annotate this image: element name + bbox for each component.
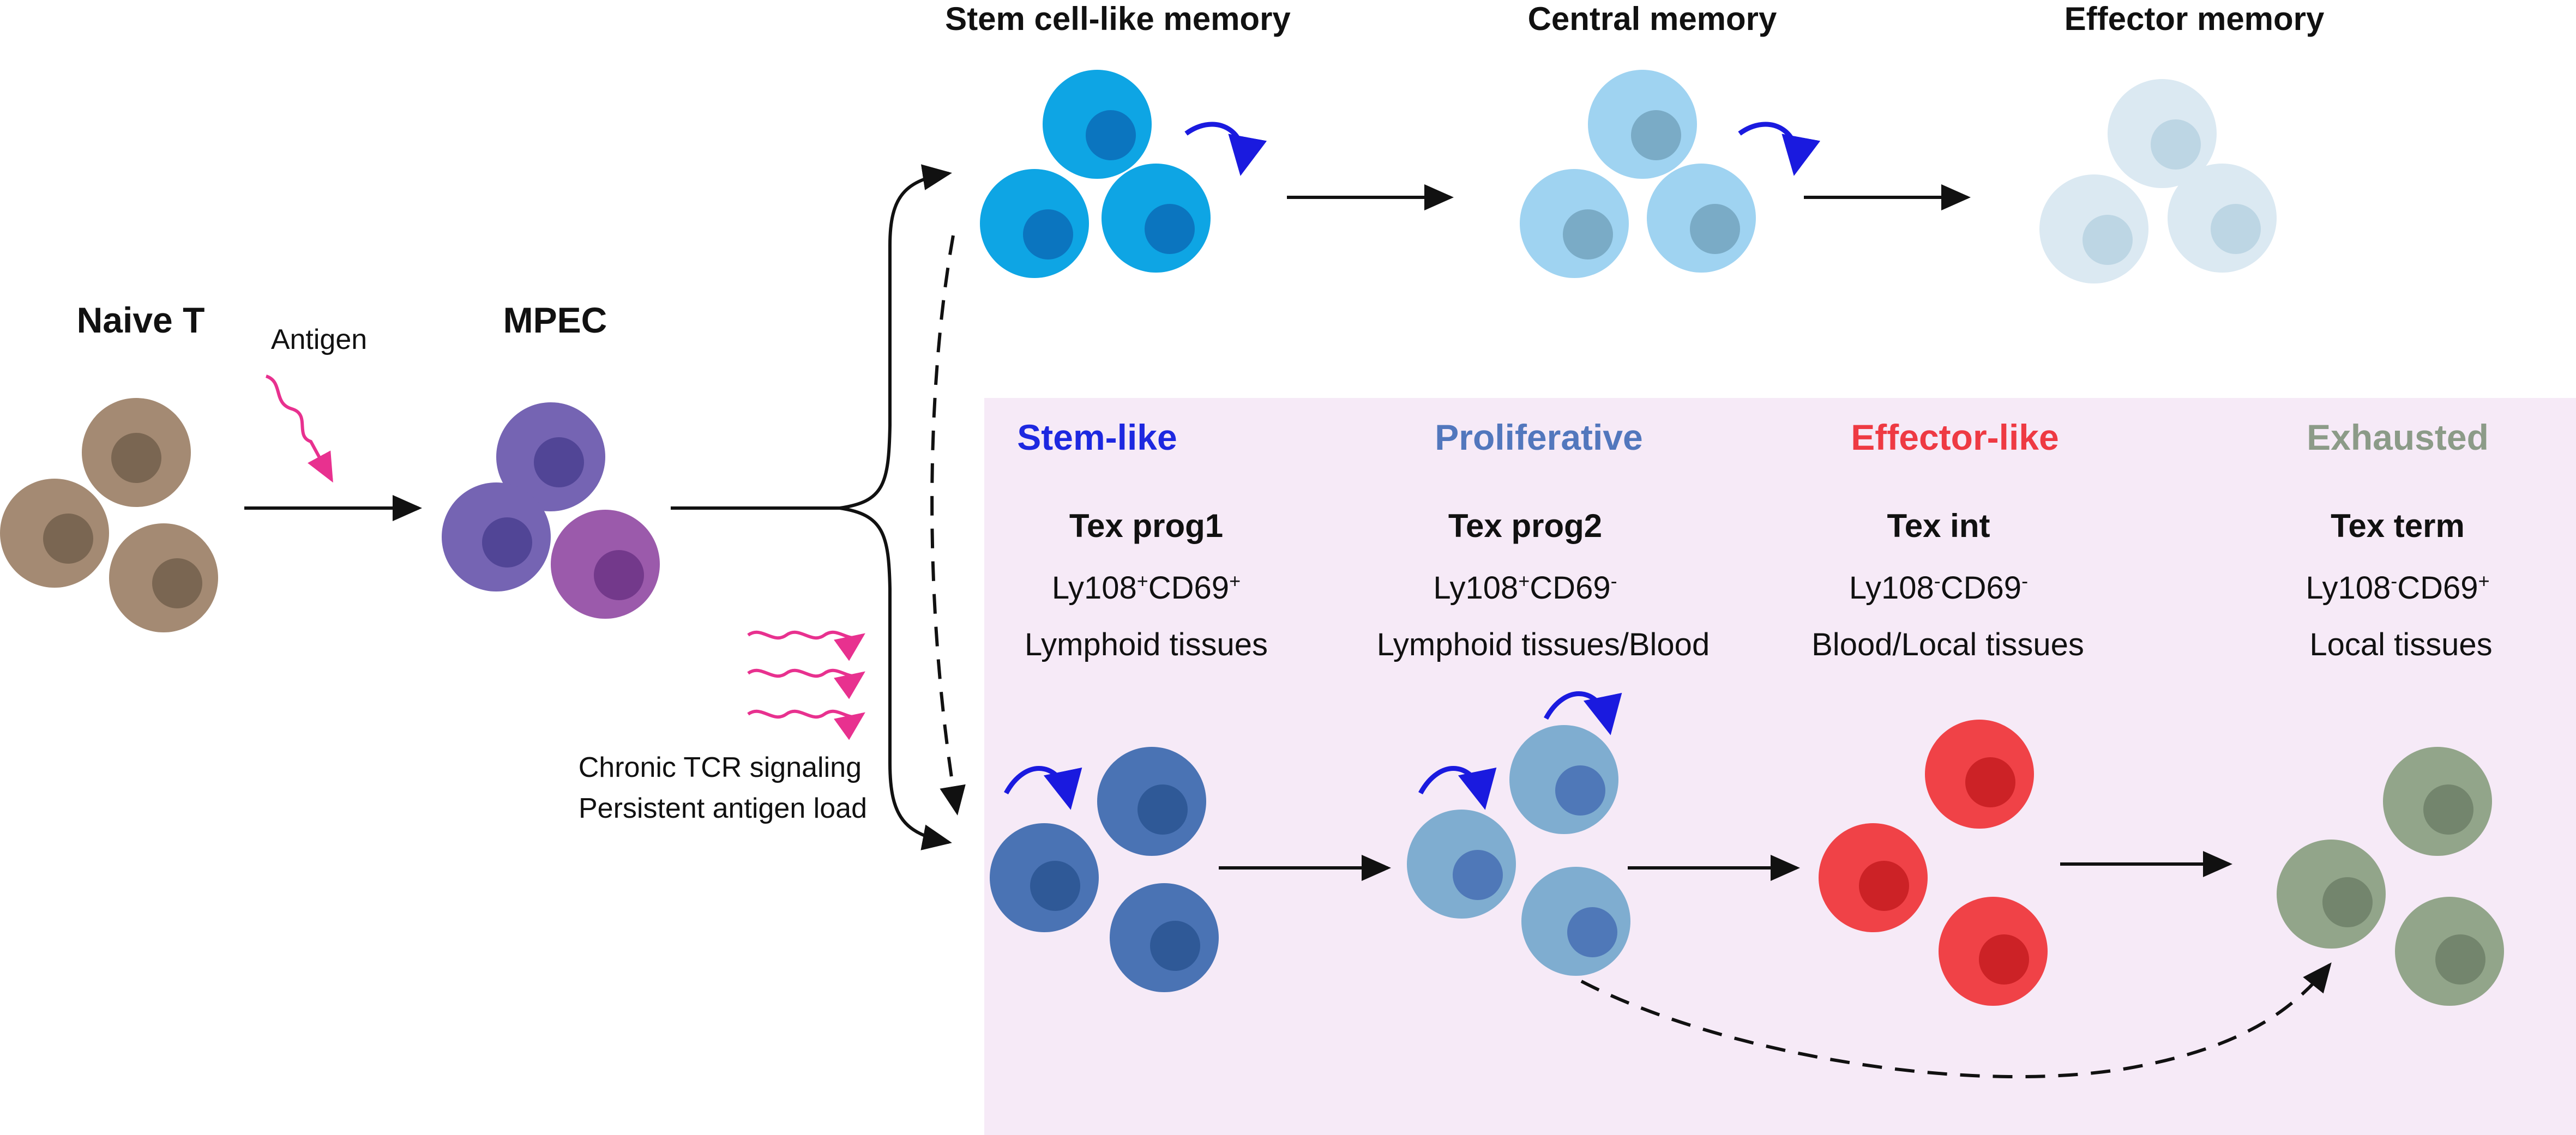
stem-like-title: Stem-like bbox=[1017, 417, 1177, 457]
cell-nucleus bbox=[1150, 921, 1200, 971]
self-renewal-icon bbox=[1544, 691, 1622, 735]
cell-nucleus bbox=[1086, 110, 1136, 160]
marker-int: Ly108-CD69- bbox=[1849, 570, 2028, 606]
chronic-tcr-label: Chronic TCR signaling bbox=[579, 752, 862, 783]
effector-like-cells bbox=[1819, 720, 2048, 1006]
branch-to-memory-arrow bbox=[839, 164, 952, 510]
cell-nucleus bbox=[2435, 934, 2485, 985]
effector-memory-cells bbox=[2039, 79, 2277, 283]
persistent-antigen-label: Persistent antigen load bbox=[579, 793, 867, 824]
proliferative-to-exhausted-dashed-arrow bbox=[1580, 962, 2332, 1079]
self-renewal-icon bbox=[1004, 766, 1082, 810]
cell-nucleus bbox=[534, 437, 584, 487]
self-renewal-icon bbox=[1184, 122, 1267, 176]
marker-prog2: Ly108+CD69- bbox=[1433, 570, 1617, 606]
antigen-signal-icon bbox=[265, 375, 333, 483]
effector-memory-label: Effector memory bbox=[2065, 1, 2325, 37]
cell-nucleus bbox=[1690, 204, 1740, 254]
antigen-label: Antigen bbox=[271, 324, 367, 355]
cell-nucleus bbox=[1145, 204, 1195, 254]
cell-nucleus bbox=[1023, 209, 1073, 259]
stem-cell-like-memory-label: Stem cell-like memory bbox=[945, 1, 1291, 37]
exhausted-cells bbox=[2277, 747, 2504, 1006]
cell-nucleus bbox=[2083, 215, 2133, 265]
cell-nucleus bbox=[2151, 119, 2201, 170]
location-prog1: Lymphoid tissues bbox=[1025, 627, 1268, 662]
cell-nucleus bbox=[1563, 209, 1613, 259]
cell-nucleus bbox=[2211, 204, 2261, 254]
location-prog2: Lymphoid tissues/Blood bbox=[1377, 627, 1710, 662]
cell-nucleus bbox=[1979, 934, 2029, 985]
mpec-cells bbox=[442, 402, 660, 619]
cell-nucleus bbox=[1567, 907, 1617, 957]
cell-nucleus bbox=[2423, 784, 2473, 835]
tex-int-label: Tex int bbox=[1887, 508, 1990, 544]
tex-term-label: Tex term bbox=[2331, 508, 2465, 544]
chronic-signal-icons bbox=[747, 630, 865, 740]
cell-nucleus bbox=[1137, 784, 1188, 835]
naive-t-label: Naive T bbox=[77, 300, 205, 340]
cell-nucleus bbox=[594, 550, 644, 600]
cell-nucleus bbox=[1631, 110, 1681, 160]
proliferative-title: Proliferative bbox=[1435, 417, 1643, 457]
cell-nucleus bbox=[43, 514, 93, 564]
tex-prog2-label: Tex prog2 bbox=[1448, 508, 1602, 544]
location-int: Blood/Local tissues bbox=[1811, 627, 2084, 662]
cell-nucleus bbox=[1965, 757, 2015, 807]
exhaustion-panel-bg bbox=[984, 398, 2576, 1135]
mpec-label: MPEC bbox=[503, 300, 607, 340]
central-memory-label: Central memory bbox=[1528, 1, 1777, 37]
stem-like-cells bbox=[990, 747, 1219, 992]
cell-nucleus bbox=[1030, 861, 1080, 911]
marker-term: Ly108-CD69+ bbox=[2306, 570, 2489, 606]
central-memory-cells bbox=[1520, 70, 1756, 278]
branch-to-exhaustion-arrow bbox=[839, 506, 952, 850]
cell-nucleus bbox=[111, 433, 161, 483]
self-renewal-icon bbox=[1738, 122, 1821, 176]
memory-to-stemlike-dashed-arrow bbox=[930, 235, 966, 816]
stem-cell-like-memory-cells bbox=[980, 70, 1211, 278]
naive-t-cells bbox=[0, 398, 218, 632]
cell-nucleus bbox=[482, 517, 532, 568]
exhausted-title: Exhausted bbox=[2307, 417, 2489, 457]
cell-nucleus bbox=[152, 558, 202, 608]
cell-nucleus bbox=[2322, 877, 2373, 927]
cell-nucleus bbox=[1453, 850, 1503, 900]
location-term: Local tissues bbox=[2309, 627, 2492, 662]
marker-prog1: Ly108+CD69+ bbox=[1052, 570, 1241, 606]
cell-nucleus bbox=[1859, 861, 1909, 911]
proliferative-cells bbox=[1407, 725, 1630, 976]
effector-like-title: Effector-like bbox=[1851, 417, 2059, 457]
self-renewal-icon bbox=[1418, 766, 1497, 810]
cell-nucleus bbox=[1555, 765, 1605, 816]
tex-prog1-label: Tex prog1 bbox=[1069, 508, 1223, 544]
